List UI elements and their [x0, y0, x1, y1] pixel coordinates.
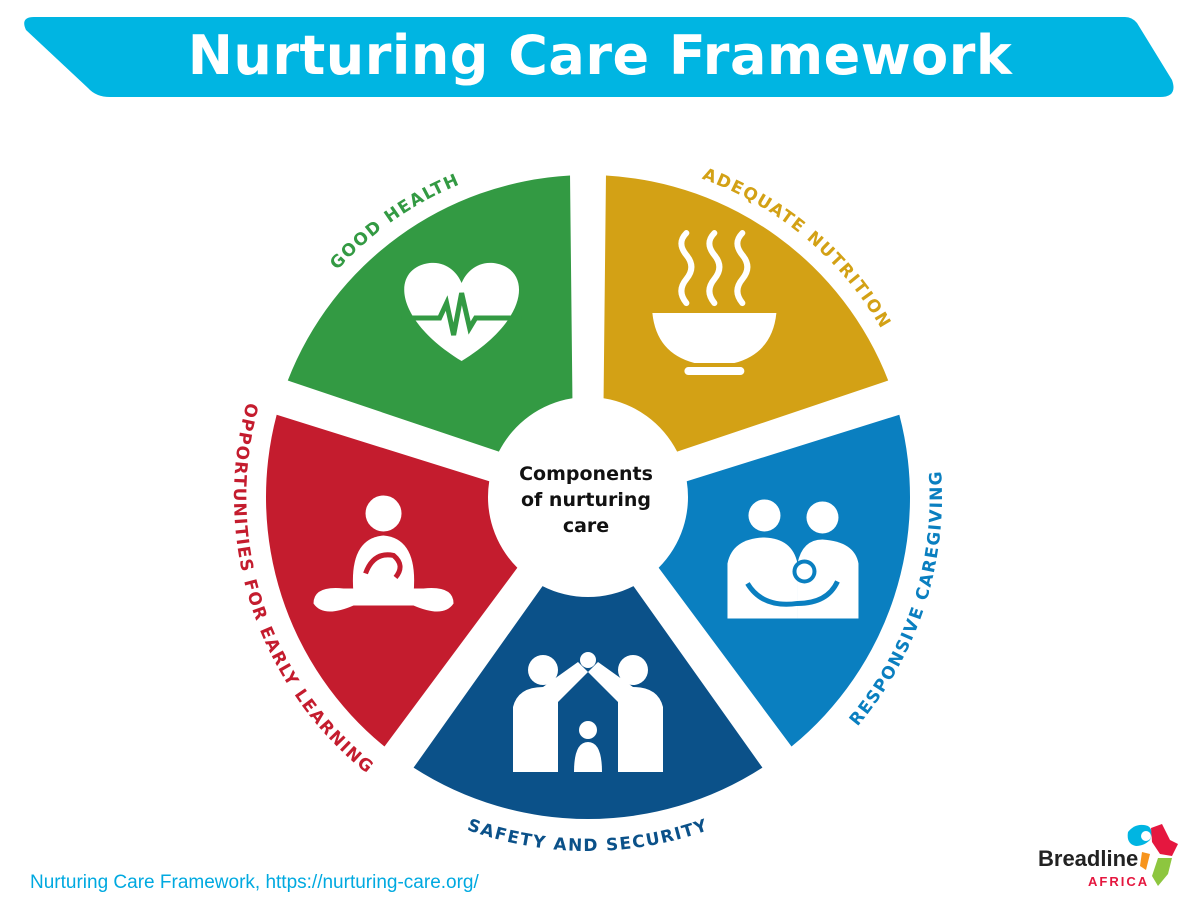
parents-baby-icon	[727, 499, 859, 619]
family-shelter-icon	[513, 652, 663, 772]
breadline-africa-logo: Breadline AFRICA	[1038, 824, 1178, 889]
source-citation: Nurturing Care Framework, https://nurtur…	[30, 872, 479, 893]
title-banner	[24, 17, 1174, 97]
segment-label-text: SAFETY AND SECURITY	[465, 815, 710, 856]
child-playing-icon	[313, 495, 454, 612]
center-text-line-3: care	[563, 515, 609, 537]
segment-label: SAFETY AND SECURITY	[465, 815, 711, 856]
center-text-line-2: of nurturing	[521, 489, 651, 511]
heart-pulse-icon	[401, 262, 522, 362]
bowl-steam-icon	[652, 230, 777, 376]
page-title: Nurturing Care Framework	[187, 24, 1013, 87]
svg-text:AFRICA: AFRICA	[1088, 874, 1149, 889]
center-text-line-1: Components	[519, 463, 653, 485]
svg-text:Breadline: Breadline	[1038, 846, 1138, 871]
segment-safety-and-security	[413, 586, 763, 819]
